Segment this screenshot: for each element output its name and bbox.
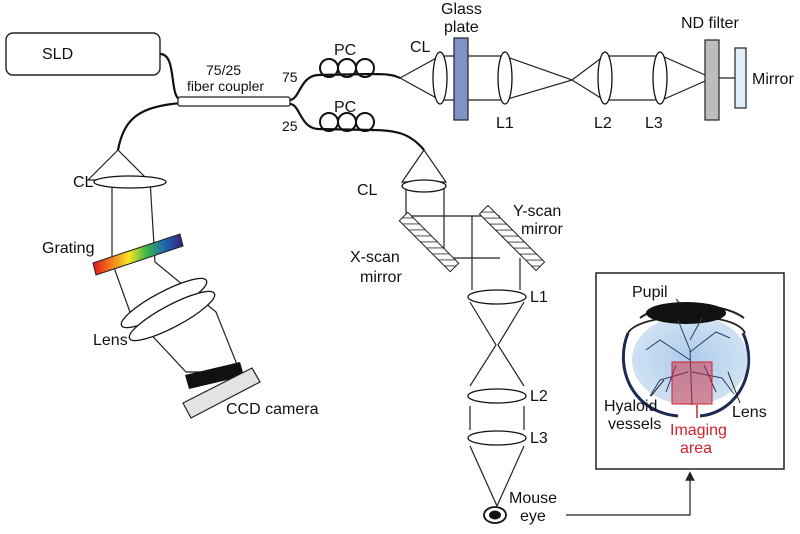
reference-mirror (734, 47, 747, 109)
reference-fiber (289, 72, 401, 102)
grating-label: Grating (42, 240, 94, 257)
ref-lens-l1 (497, 51, 513, 105)
sample-collimator-lens (401, 179, 447, 193)
ref-collimator-lens (432, 51, 448, 105)
fiber-coupler: 75/25 fiber coupler 75 25 (177, 62, 298, 134)
pupil-label: Pupil (632, 284, 668, 301)
pupil (646, 302, 726, 324)
y-scan-label-1: Y-scan (513, 203, 561, 220)
mirror-label: Mirror (752, 71, 794, 88)
imaging-label-1: Imaging (670, 422, 727, 439)
sld-label: SLD (42, 46, 73, 63)
ccd-label: CCD camera (226, 401, 319, 418)
sample-lens-l1 (467, 289, 527, 305)
mouse-eye-pupil (489, 510, 501, 520)
ccd-camera (182, 367, 261, 419)
ref-cl-label: CL (410, 39, 431, 56)
ref-l3-label: L3 (645, 115, 663, 132)
spectrometer-fiber (116, 101, 183, 151)
glass-label-2: plate (444, 19, 479, 36)
nd-filter-label: ND filter (681, 15, 739, 32)
y-scan-label-2: mirror (521, 221, 563, 238)
y-scan-mirror (478, 204, 546, 272)
pc1-label: PC (334, 42, 356, 59)
sclera-right (699, 332, 751, 418)
coupler-ratio: 75/25 (206, 62, 241, 78)
sample-l1-label: L1 (530, 289, 548, 306)
spectrometer-lens-b (128, 290, 216, 342)
sld-fiber (159, 52, 183, 102)
sample-l2-label: L2 (530, 388, 548, 405)
polarization-controller-1: PC (319, 42, 375, 78)
hyaloid-vessels (645, 317, 735, 406)
x-scan-mirror (398, 211, 460, 273)
eye-inset: Pupil Lens Hyaloid vessels Imaging area (595, 272, 785, 470)
sclera-left (621, 332, 679, 418)
lens-label: Lens (732, 404, 767, 421)
x-scan-label-2: mirror (360, 269, 402, 286)
ref-lens-l3 (652, 51, 668, 105)
coupler-label: fiber coupler (187, 78, 264, 94)
x-scan-label-1: X-scan (350, 249, 400, 266)
eye-label-2: eye (520, 508, 546, 525)
glass-plate (453, 37, 469, 121)
ref-l2-label: L2 (594, 115, 612, 132)
hyaloid-label-1: Hyaloid (604, 398, 657, 415)
imaging-label-2: area (680, 440, 712, 457)
ccd-sensor (185, 362, 244, 389)
spec-lens-label: Lens (93, 332, 128, 349)
ref-l1-label: L1 (496, 115, 514, 132)
sample-arm: CL X-scan mirror Y-scan mirror L1 L2 L3 … (350, 148, 695, 525)
sample-cl-label: CL (357, 182, 378, 199)
hyaloid-label-2: vessels (608, 416, 661, 433)
sample-lens-l2 (467, 388, 527, 404)
sample-l3-label: L3 (530, 430, 548, 447)
sample-lens-l3 (467, 430, 527, 446)
pc2-label: PC (334, 99, 356, 116)
diffraction-grating (92, 233, 184, 276)
spectrometer-collimator-lens (93, 175, 167, 189)
ref-lens-l2 (597, 51, 613, 105)
inset-arrow (566, 471, 695, 516)
spec-cl-label: CL (73, 174, 94, 191)
glass-label-1: Glass (441, 1, 482, 18)
sld-source: SLD (5, 32, 161, 76)
spectrometer: CL Grating Lens CCD camera (42, 149, 319, 419)
nd-filter (704, 39, 720, 121)
port-25-label: 25 (282, 118, 298, 134)
polarization-controller-2: PC (319, 99, 375, 132)
port-75-label: 75 (282, 69, 298, 85)
sample-fiber (289, 102, 425, 151)
reference-arm: CL Glass plate L1 L2 L3 ND filter Mirror (399, 1, 794, 132)
eye-label-1: Mouse (509, 490, 557, 507)
imaging-area-box (671, 361, 713, 405)
